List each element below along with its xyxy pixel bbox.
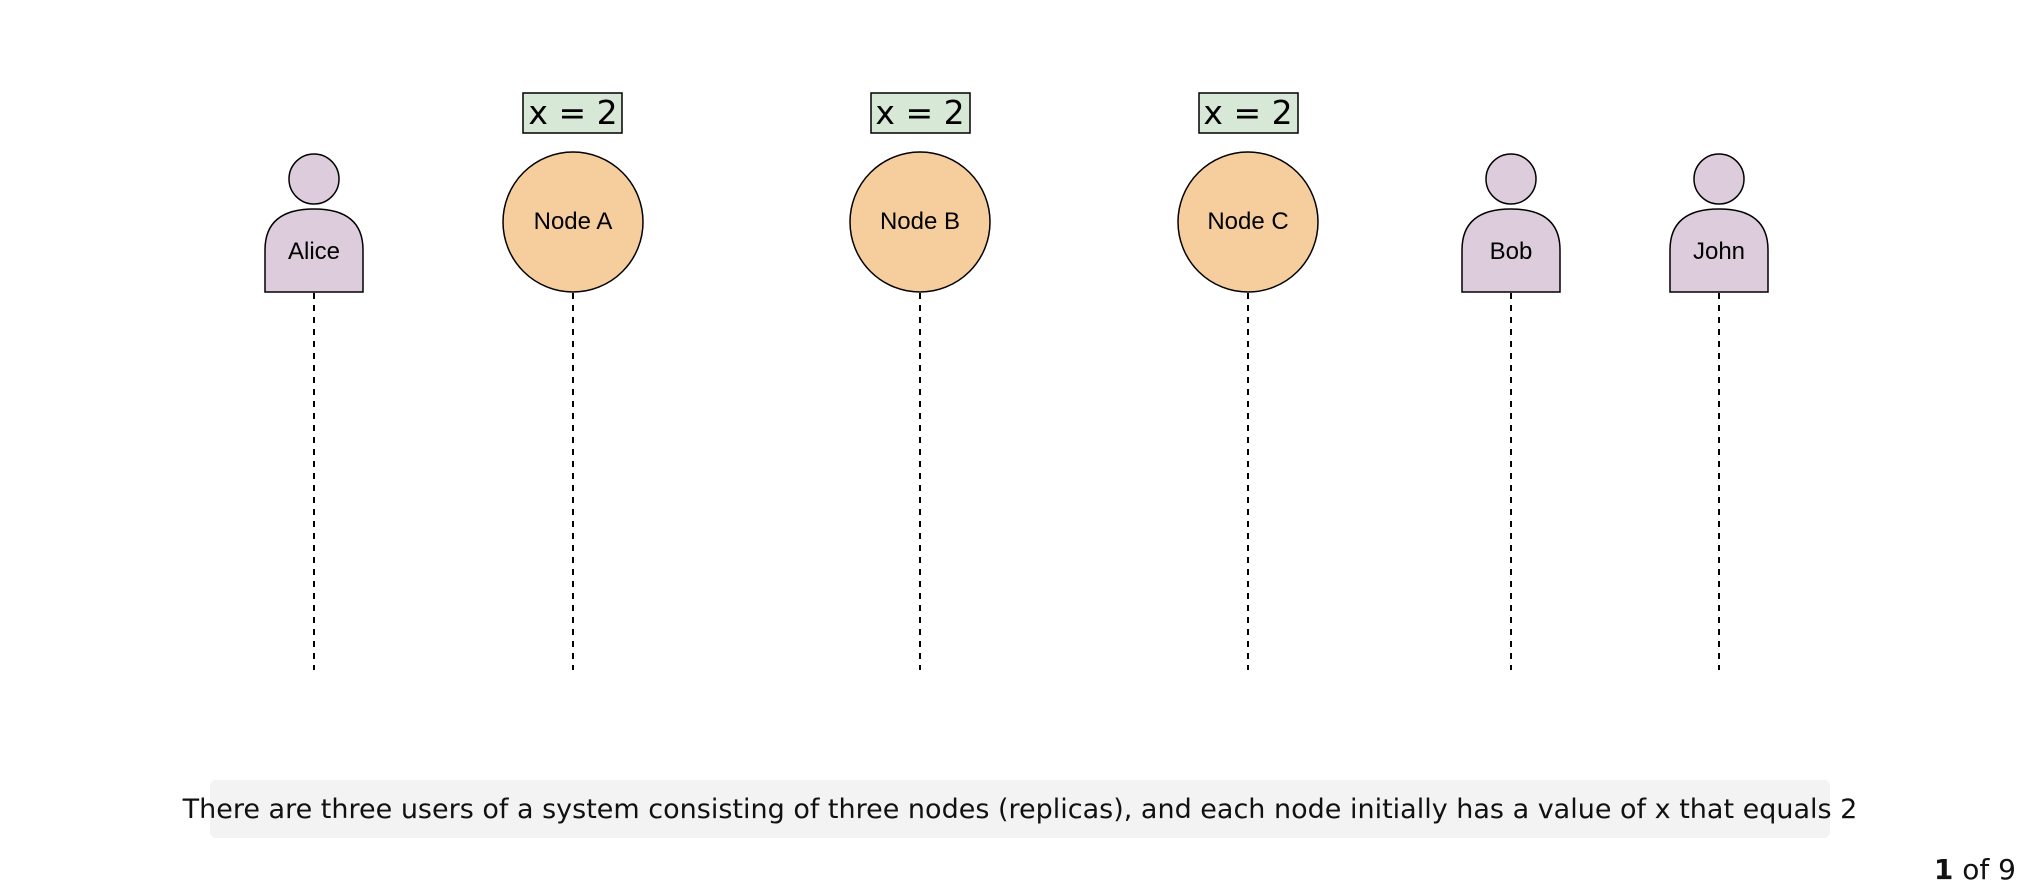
user-head-icon (1485, 153, 1537, 205)
user-label: John (1693, 238, 1745, 265)
page-current: 1 (1933, 853, 1954, 886)
value-label: x = 2 (1203, 93, 1292, 132)
user-head-icon (1693, 153, 1745, 205)
user-john: John (1669, 153, 1769, 293)
value-label: x = 2 (875, 93, 964, 132)
caption-text: There are three users of a system consis… (182, 793, 1858, 825)
node-circle (849, 151, 991, 293)
node-a: x = 2 Node A (502, 92, 644, 293)
user-bob: Bob (1461, 153, 1561, 293)
value-box (870, 92, 971, 134)
node-label: Node A (534, 208, 613, 235)
value-box (522, 92, 623, 134)
user-body-icon (1461, 208, 1561, 293)
user-alice: Alice (264, 153, 364, 293)
user-body-icon (264, 208, 364, 293)
page-total: of 9 (1962, 853, 2016, 886)
node-label: Node C (1207, 208, 1288, 235)
node-b: x = 2 Node B (849, 92, 991, 293)
user-head-icon (288, 153, 340, 205)
node-c: x = 2 Node C (1177, 92, 1319, 293)
node-label: Node B (880, 208, 960, 235)
node-circle (1177, 151, 1319, 293)
user-label: Bob (1490, 238, 1533, 265)
node-circle (502, 151, 644, 293)
user-body-icon (1669, 208, 1769, 293)
page-counter: 1 of 9 (1934, 853, 2016, 886)
caption-box: There are three users of a system consis… (183, 780, 1857, 838)
value-box (1198, 92, 1299, 134)
user-label: Alice (288, 238, 340, 265)
value-label: x = 2 (528, 93, 617, 132)
